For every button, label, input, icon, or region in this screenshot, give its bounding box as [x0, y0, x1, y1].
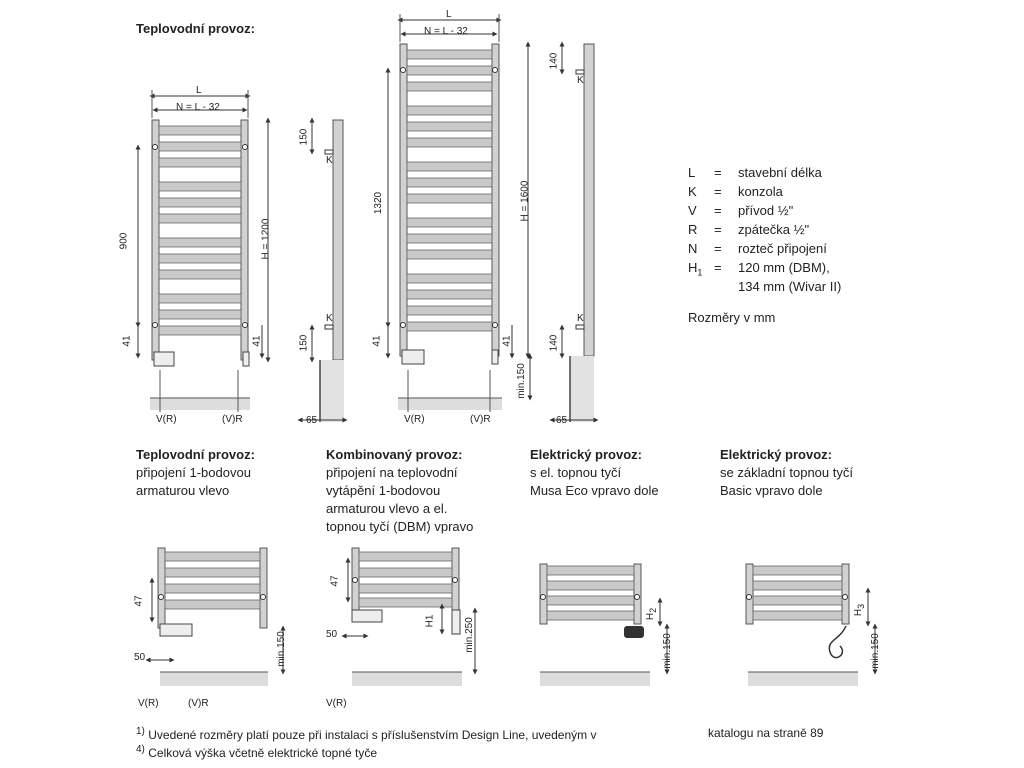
section-4-line-1: se základní topnou tyčí	[720, 465, 853, 480]
section-3-line-2: Musa Eco vpravo dole	[530, 483, 659, 498]
section-2-line-2: vytápění 1-bodovou	[326, 483, 441, 498]
dim-65-1: 65	[306, 415, 318, 426]
legend-row-K: K=konzola	[688, 184, 783, 199]
label-K-bottom-2: K	[577, 313, 584, 324]
footnote-1-tail: katalogu na straně 89	[708, 726, 824, 740]
radiator-1600-front	[385, 14, 533, 412]
dim-N-1: N = L - 32	[176, 102, 220, 113]
small-drawing-1	[145, 547, 286, 686]
dim-140-top-2: 140	[548, 52, 560, 70]
small-drawing-4	[745, 563, 878, 686]
section-2-line-3: armaturou vlevo a el.	[326, 501, 448, 516]
legend-row-N: N=rozteč připojení	[688, 241, 827, 256]
section-2-line-1: připojení na teplovodní	[326, 465, 458, 480]
dim-L-1: L	[196, 85, 202, 96]
legend-row-R: R=zpátečka ½"	[688, 222, 810, 237]
dim-50-2: 50	[326, 629, 338, 640]
section-4-title: Elektrický provoz:	[720, 447, 832, 462]
section-2-title: Kombinovaný provoz:	[326, 447, 463, 462]
label-K-bottom-1: K	[326, 313, 333, 324]
section-4-line-2: Basic vpravo dole	[720, 483, 823, 498]
dim-150-top-1: 150	[298, 128, 310, 146]
label-vr-right-2: (V)R	[470, 414, 491, 425]
legend-row-V: V=přívod ½"	[688, 203, 794, 218]
dim-41-left-2: 41	[371, 335, 383, 347]
dim-H2-3: H2	[645, 607, 659, 621]
small-drawing-2	[341, 547, 478, 686]
dim-H1600: H = 1600	[519, 180, 531, 222]
footnote-4: 4) Celková výška včetně elektrické topné…	[136, 744, 378, 760]
dim-min150-s1: min.150	[275, 631, 287, 667]
label-vr-right-1: (V)R	[222, 414, 243, 425]
label-vrr-s1: (V)R	[188, 698, 209, 709]
dim-47-1: 47	[133, 595, 145, 607]
label-K-top-2: K	[577, 75, 584, 86]
section-1-title: Teplovodní provoz:	[136, 447, 255, 462]
label-vr-s1: V(R)	[138, 698, 159, 709]
dim-41-left-1: 41	[121, 335, 133, 347]
section-1-line-2: armaturou vlevo	[136, 483, 230, 498]
dim-140-bottom-2: 140	[548, 334, 560, 352]
dim-H1-2: H1	[424, 614, 436, 628]
label-vr-s2: V(R)	[326, 698, 347, 709]
small-drawing-3	[539, 563, 670, 686]
dim-41-right-2: 41	[501, 335, 513, 347]
dim-H1200: H = 1200	[260, 218, 272, 260]
dim-900: 900	[118, 232, 130, 250]
dim-N-2: N = L - 32	[424, 26, 468, 37]
dim-L-2: L	[446, 9, 452, 20]
dim-min250-2: min.250	[463, 617, 475, 653]
dim-50-1: 50	[134, 652, 146, 663]
footnote-1: 1) Uvedené rozměry platí pouze při insta…	[136, 726, 597, 742]
dim-min150-s3: min.150	[661, 633, 673, 669]
section-2-line-4: topnou tyčí (DBM) vpravo	[326, 519, 474, 534]
top-title: Teplovodní provoz:	[136, 21, 255, 36]
label-vr-left-1: V(R)	[156, 414, 177, 425]
dim-41-right-1: 41	[251, 335, 263, 347]
label-K-top-1: K	[326, 155, 333, 166]
dim-65-2: 65	[556, 415, 568, 426]
dim-47-2: 47	[329, 575, 341, 587]
dim-150-bottom-1: 150	[298, 334, 310, 352]
legend-row-L: L=stavební délka	[688, 165, 822, 180]
radiator-1200-side	[297, 117, 348, 423]
radiator-1200-front	[135, 90, 271, 412]
label-vr-left-2: V(R)	[404, 414, 425, 425]
dim-H3-4: H3	[853, 603, 867, 617]
section-1-line-1: připojení 1-bodovou	[136, 465, 251, 480]
section-3-line-1: s el. topnou tyčí	[530, 465, 622, 480]
dim-min150-s4: min.150	[869, 633, 881, 669]
legend-row-H1: H1=120 mm (DBM),	[688, 260, 830, 278]
legend-units: Rozměry v mm	[688, 310, 776, 325]
dim-min150-2: min.150	[515, 363, 527, 399]
section-3-title: Elektrický provoz:	[530, 447, 642, 462]
legend-row-H1-cont: 134 mm (Wivar II)	[738, 279, 842, 294]
dim-1320: 1320	[373, 191, 385, 215]
radiator-1600-side	[549, 41, 599, 423]
